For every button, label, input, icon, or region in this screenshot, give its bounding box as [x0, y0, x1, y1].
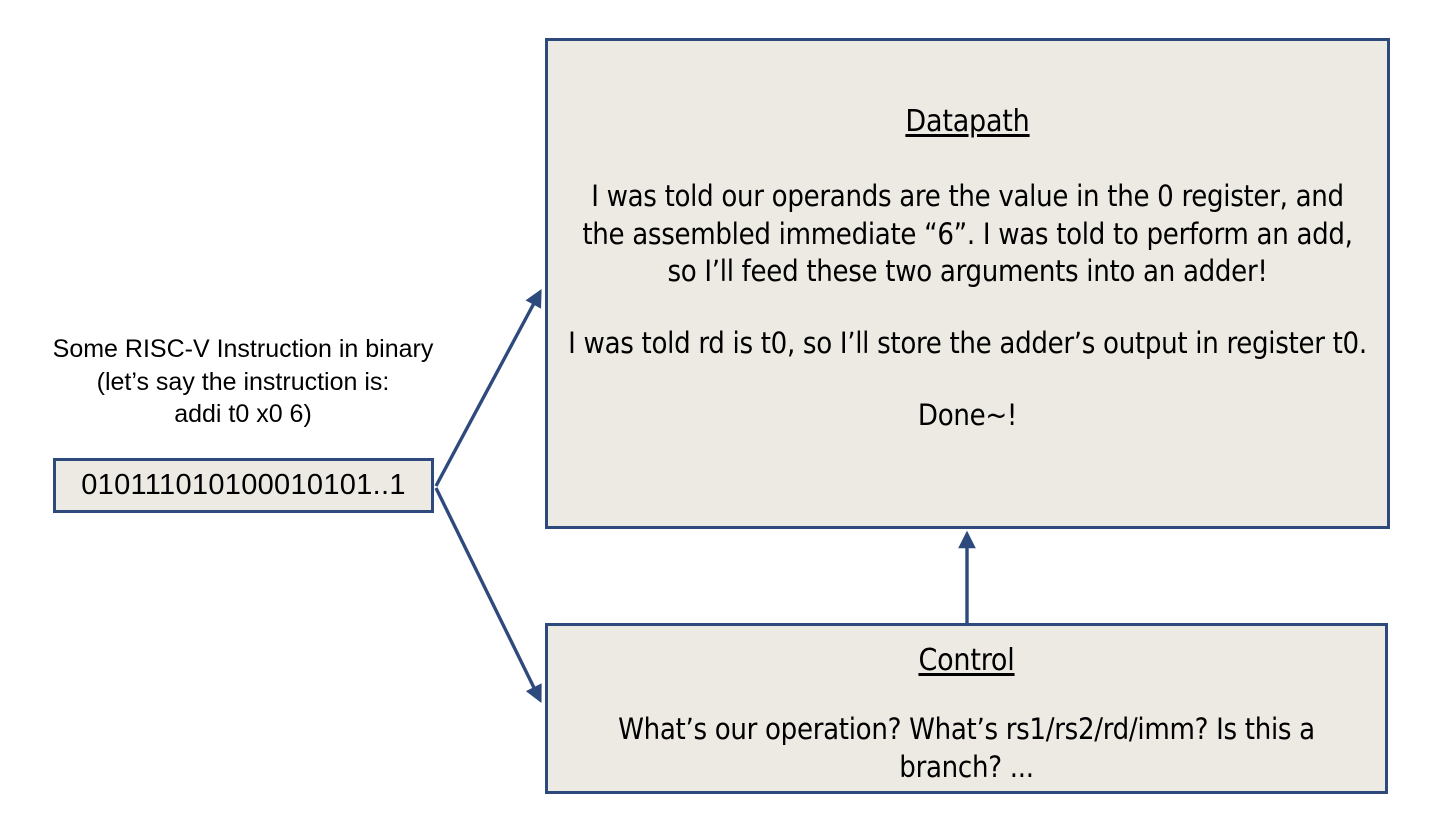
instruction-caption: Some RISC-V Instruction in binary (let’s…: [52, 335, 434, 428]
datapath-paragraph-1: I was told our operands are the value in…: [582, 179, 1353, 289]
control-paragraph-1: What’s our operation? What’s rs1/rs2/rd/…: [618, 712, 1315, 784]
datapath-title: Datapath: [905, 104, 1030, 139]
datapath-paragraph-3: Done~!: [917, 397, 1018, 432]
control-box: Control What’s our operation? What’s rs1…: [545, 623, 1388, 794]
instruction-binary-value: 010111010100010101..1: [81, 469, 406, 501]
datapath-paragraph-2: I was told rd is t0, so I’ll store the a…: [568, 326, 1367, 361]
datapath-box: Datapath I was told our operands are the…: [545, 38, 1390, 529]
arrow-instruction-to-control: [434, 487, 542, 704]
arrow-instruction-to-datapath: [434, 289, 542, 487]
instruction-box: 010111010100010101..1: [53, 458, 434, 513]
control-title: Control: [918, 643, 1015, 678]
